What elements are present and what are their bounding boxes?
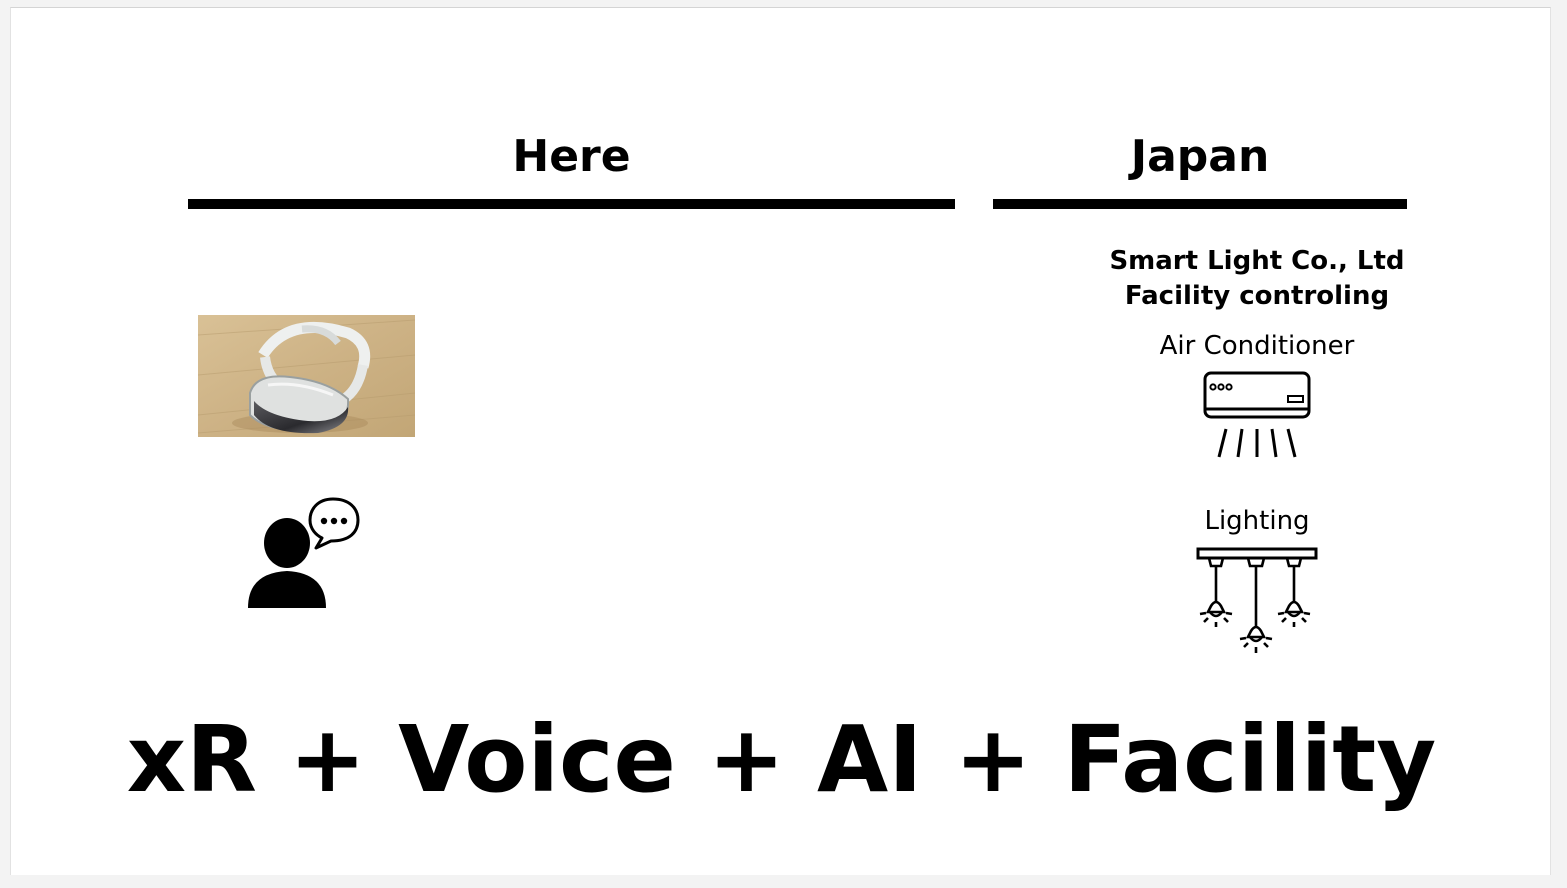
right-column-heading: Japan (1130, 131, 1270, 182)
air-conditioner-label: Air Conditioner (1159, 331, 1355, 361)
ceiling-lights-icon (1196, 547, 1318, 653)
left-column-heading: Here (512, 131, 631, 182)
slide-title: xR + Voice + AI + Facility (126, 706, 1437, 813)
slide: Here Japan Smart Light Co., Ltd Facility… (10, 7, 1551, 875)
lighting-label: Lighting (1204, 506, 1310, 536)
right-column-rule (993, 199, 1407, 209)
company-block: Smart Light Co., Ltd Facility controling (1057, 244, 1457, 314)
air-conditioner-icon (1203, 371, 1311, 458)
left-column-rule (188, 199, 955, 209)
vr-headset-photo (198, 315, 415, 437)
person-speaking-icon (248, 497, 360, 608)
company-name: Smart Light Co., Ltd (1109, 246, 1405, 276)
company-subtitle: Facility controling (1124, 281, 1390, 311)
